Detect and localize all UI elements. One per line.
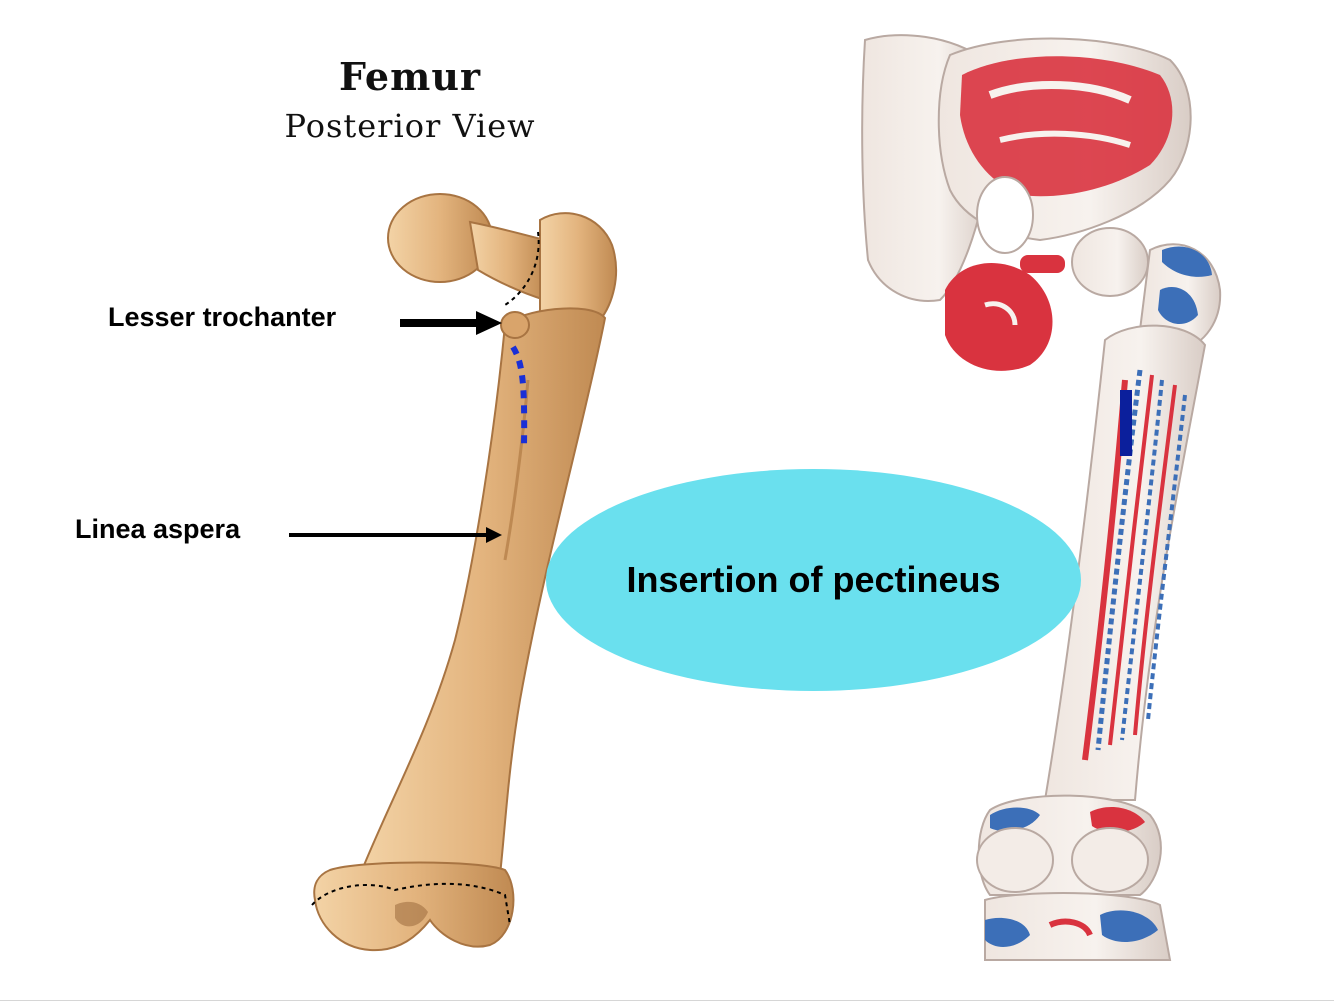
arrow-linea-aspera <box>289 527 502 543</box>
diagram-subtitle: Posterior View <box>284 107 536 145</box>
femur-bone <box>311 193 618 952</box>
callout-text: Insertion of pectineus <box>626 559 1001 600</box>
label-lesser-trochanter: Lesser trochanter <box>108 302 337 332</box>
diagram-title: Femur <box>339 54 481 99</box>
callout-insertion-pectineus: Insertion of pectineus <box>546 469 1081 691</box>
bottom-divider <box>0 1000 1334 1001</box>
hip-thigh-illustration <box>861 34 1222 961</box>
arrow-lesser-trochanter <box>400 311 502 335</box>
label-linea-aspera: Linea aspera <box>75 514 241 544</box>
